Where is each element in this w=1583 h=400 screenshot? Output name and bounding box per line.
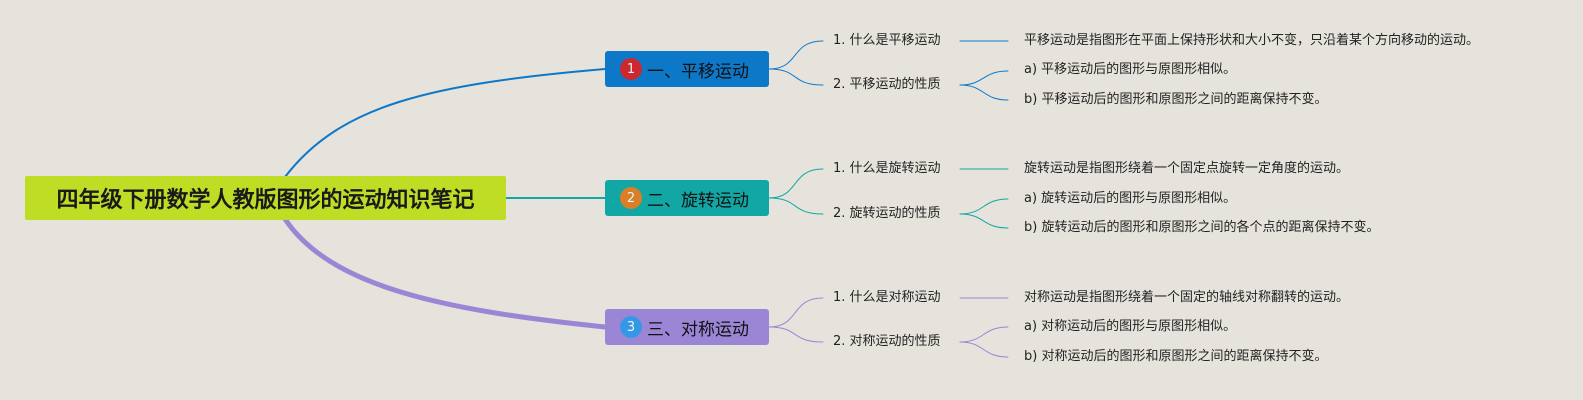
number-one-icon: 1	[620, 58, 642, 80]
branch-symmetry[interactable]: 3 三、对称运动	[605, 309, 769, 345]
connector-root-branch-3	[282, 216, 608, 330]
connector-topic-1-2-detail-1	[959, 70, 1009, 86]
topic-translation-properties[interactable]: 2. 平移运动的性质	[833, 77, 941, 92]
connector-root-branch-1	[284, 68, 606, 178]
detail-translation-property-b[interactable]: b) 平移运动后的图形和原图形之间的距离保持不变。	[1024, 92, 1328, 107]
number-two-icon: 2	[620, 187, 642, 209]
detail-rotation-property-a[interactable]: a) 旋转运动后的图形与原图形相似。	[1024, 191, 1237, 206]
connector-branch-2-topic-1	[768, 168, 824, 199]
connector-topic-3-2-detail-1	[959, 326, 1009, 343]
topic-what-is-symmetry[interactable]: 1. 什么是对称运动	[833, 290, 941, 305]
connector-topic-2-2-detail-2	[959, 213, 1009, 229]
topic-what-is-translation[interactable]: 1. 什么是平移运动	[833, 33, 941, 48]
connector-branch-3-topic-1	[768, 297, 824, 328]
root-topic[interactable]: 四年级下册数学人教版图形的运动知识笔记	[25, 176, 506, 220]
topic-what-is-rotation[interactable]: 1. 什么是旋转运动	[833, 161, 941, 176]
connector-topic-3-2-detail-2	[959, 341, 1009, 358]
branch-translation[interactable]: 1 一、平移运动	[605, 51, 769, 87]
connector-topic-1-2-detail-2	[959, 84, 1009, 101]
branch-label: 一、平移运动	[647, 61, 749, 82]
topic-rotation-properties[interactable]: 2. 旋转运动的性质	[833, 206, 941, 221]
connector-topic-2-2-detail-1	[959, 198, 1009, 215]
detail-translation-definition[interactable]: 平移运动是指图形在平面上保持形状和大小不变，只沿着某个方向移动的运动。	[1024, 33, 1480, 48]
branch-rotation[interactable]: 2 二、旋转运动	[605, 180, 769, 216]
branch-label: 三、对称运动	[647, 319, 749, 340]
connector-branch-1-topic-2	[768, 68, 824, 86]
topic-symmetry-properties[interactable]: 2. 对称运动的性质	[833, 334, 941, 349]
detail-symmetry-definition[interactable]: 对称运动是指图形绕着一个固定的轴线对称翻转的运动。	[1024, 290, 1350, 305]
detail-symmetry-property-a[interactable]: a) 对称运动后的图形与原图形相似。	[1024, 319, 1237, 334]
branch-label: 二、旋转运动	[647, 190, 749, 211]
detail-symmetry-property-b[interactable]: b) 对称运动后的图形和原图形之间的距离保持不变。	[1024, 349, 1328, 364]
connector-branch-2-topic-2	[768, 197, 824, 215]
detail-translation-property-a[interactable]: a) 平移运动后的图形与原图形相似。	[1024, 62, 1237, 77]
detail-rotation-property-b[interactable]: b) 旋转运动后的图形和原图形之间的各个点的距离保持不变。	[1024, 220, 1380, 235]
connector-branch-1-topic-1	[768, 40, 824, 70]
detail-rotation-definition[interactable]: 旋转运动是指图形绕着一个固定点旋转一定角度的运动。	[1024, 161, 1350, 176]
connector-branch-3-topic-2	[768, 326, 824, 343]
number-three-icon: 3	[620, 316, 642, 338]
